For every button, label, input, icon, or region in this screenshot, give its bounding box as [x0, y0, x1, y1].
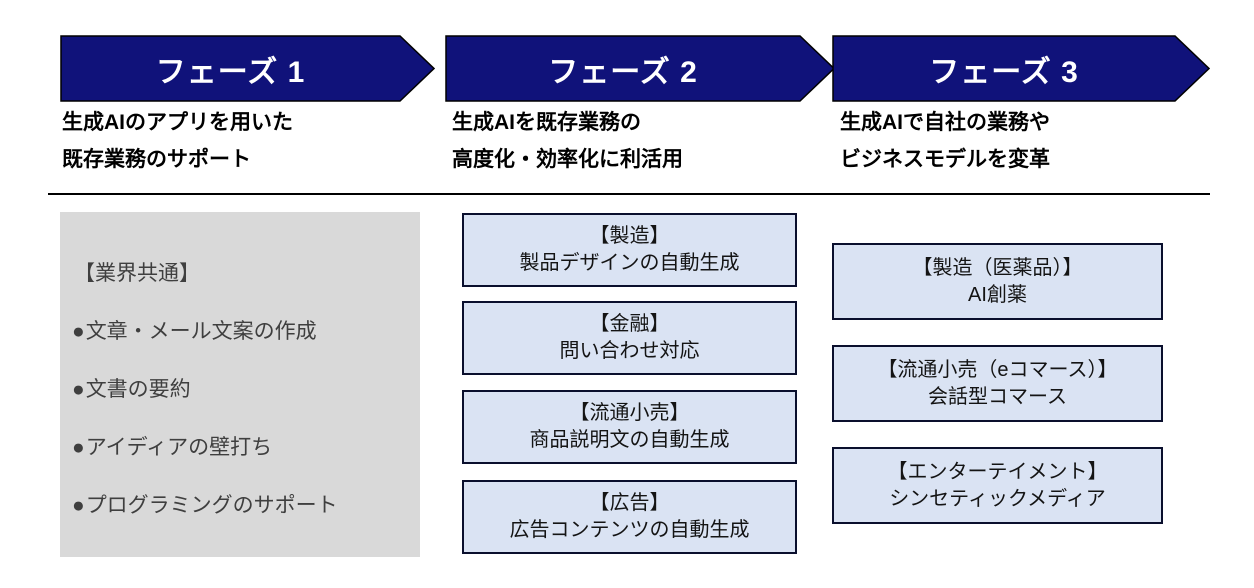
list-item-label: 文章・メール文案の作成: [85, 320, 317, 343]
phase-1-subtitle: 生成AIのアプリを用いた 既存業務のサポート: [62, 111, 293, 171]
list-item-label: 文書の要約: [85, 378, 191, 401]
bullet-icon: ●: [72, 436, 85, 459]
usecase-category: 【エンターテイメント】: [887, 460, 1108, 483]
usecase-label: 問い合わせ対応: [559, 340, 700, 362]
usecase-box-retail: 【流通小売】 商品説明文の自動生成: [462, 390, 797, 464]
chevron-arrow-icon: [832, 35, 1210, 102]
usecase-label: 会話型コマース: [928, 385, 1067, 408]
bullet-icon: ●: [72, 378, 85, 401]
phase-3-header-label: フェーズ 3: [929, 55, 1079, 89]
bullet-icon: ●: [72, 494, 85, 517]
phase-2-subtitle: 生成AIを既存業務の 高度化・効率化に利活用: [452, 111, 683, 171]
usecase-category: 【流通小売】: [569, 402, 690, 424]
usecase-label: 広告コンテンツの自動生成: [509, 519, 750, 541]
phase-2-header-label: フェーズ 2: [548, 55, 698, 89]
usecase-label: 商品説明文の自動生成: [529, 429, 730, 451]
usecase-box-entertainment: 【エンターテイメント】 シンセティックメディア: [832, 447, 1163, 524]
usecase-box-ecommerce: 【流通小売（eコマース）】 会話型コマース: [832, 345, 1163, 422]
phase-3-subtitle: 生成AIで自社の業務や ビジネスモデルを変革: [840, 111, 1050, 171]
list-item: ● 文書の要約: [72, 378, 420, 402]
panel-heading: 【業界共通】: [74, 262, 200, 285]
list-item-label: プログラミングのサポート: [85, 494, 338, 517]
usecase-label: シンセティックメディア: [889, 487, 1106, 510]
divider-line: [48, 193, 1210, 195]
phase-3-arrow: フェーズ 3: [832, 35, 1210, 102]
usecase-category: 【金融】: [589, 313, 670, 335]
usecase-category: 【製造（医薬品）】: [912, 256, 1083, 279]
phase-1-arrow: フェーズ 1: [60, 35, 435, 102]
phase-2-arrow: フェーズ 2: [445, 35, 835, 102]
usecase-category: 【広告】: [589, 492, 670, 514]
bullet-icon: ●: [72, 320, 85, 343]
chevron-arrow-icon: [60, 35, 435, 102]
usecase-box-finance: 【金融】 問い合わせ対応: [462, 301, 797, 375]
usecase-category: 【製造】: [589, 225, 670, 247]
usecase-box-pharma: 【製造（医薬品）】 AI創薬: [832, 243, 1163, 320]
list-item: ● アイディアの壁打ち: [72, 436, 420, 460]
list-item: ● プログラミングのサポート: [72, 494, 420, 518]
usecase-box-manufacturing: 【製造】 製品デザインの自動生成: [462, 213, 797, 287]
list-item-label: アイディアの壁打ち: [85, 436, 273, 459]
usecase-label: 製品デザインの自動生成: [519, 252, 740, 274]
list-item: ● 文章・メール文案の作成: [72, 320, 420, 344]
usecase-category: 【流通小売（eコマース）】: [877, 358, 1118, 381]
chevron-arrow-icon: [445, 35, 835, 102]
industry-common-panel: 【業界共通】 ● 文章・メール文案の作成 ● 文書の要約 ● アイディアの壁打ち…: [60, 212, 420, 557]
usecase-box-advertising: 【広告】 広告コンテンツの自動生成: [462, 480, 797, 554]
phase-1-header-label: フェーズ 1: [155, 55, 306, 89]
usecase-label: AI創薬: [968, 283, 1027, 306]
